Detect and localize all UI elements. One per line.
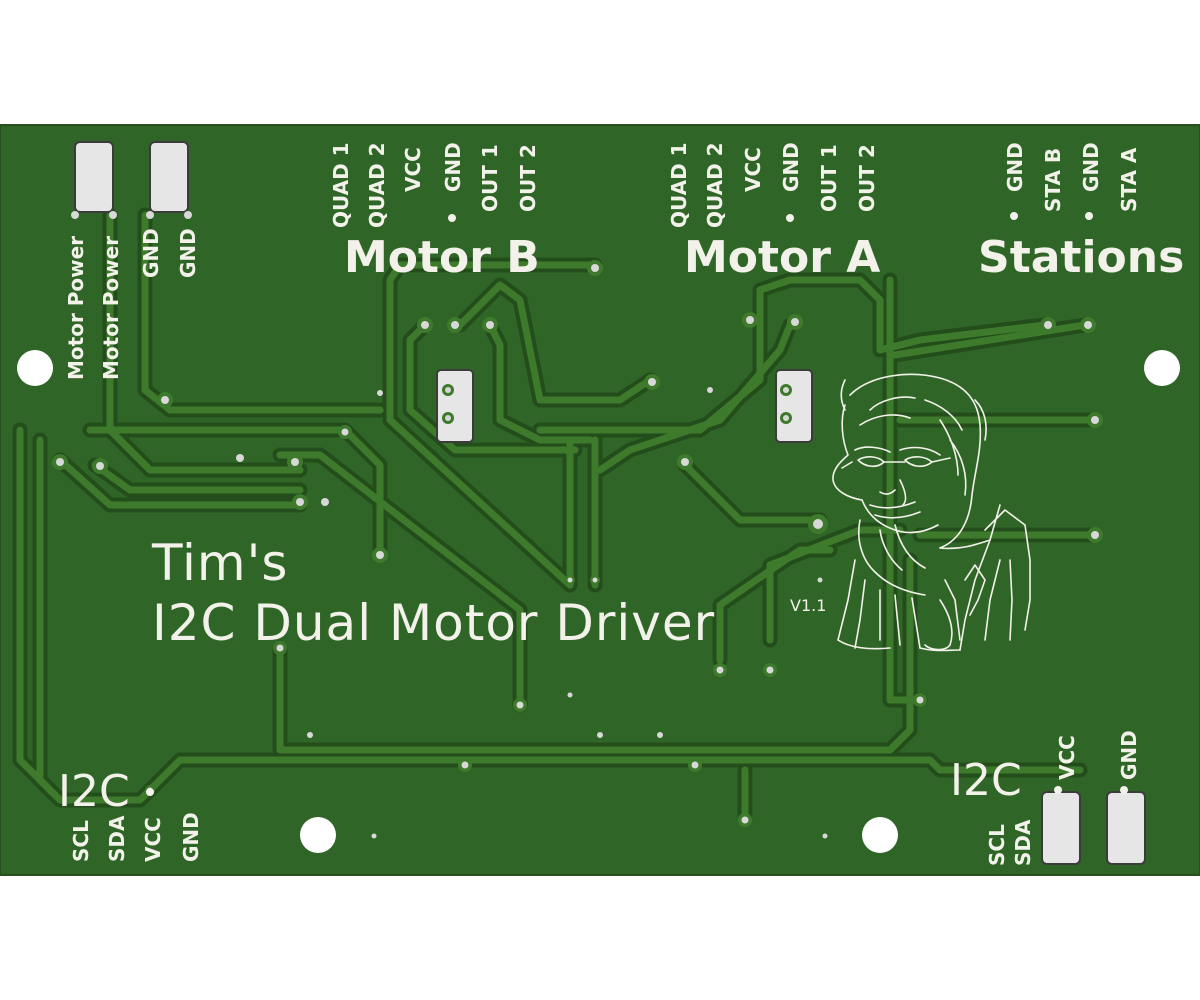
- motor-a-pin-5: OUT 1: [817, 144, 841, 212]
- motor-a-connector: QUAD 1 QUAD 2 VCC GND OUT 1 OUT 2 Motor …: [667, 142, 880, 283]
- motor-a-pin-6: OUT 2: [855, 144, 879, 212]
- mounting-hole-top-right: [1144, 350, 1180, 386]
- stations-pin-4: STA A: [1117, 147, 1141, 212]
- motor-b-pin-5: OUT 1: [478, 144, 502, 212]
- i2c-left-pin-2: SDA: [105, 815, 129, 862]
- i2c-left-pin-1: SCL: [69, 820, 93, 862]
- i2c-left-connector: I2C SCL SDA VCC GND: [58, 766, 203, 862]
- motor-a-pin-4: GND: [779, 142, 803, 192]
- motor-a-pin-2: QUAD 2: [703, 142, 727, 228]
- i2c-left-pin-4: GND: [179, 812, 203, 862]
- power-pad-1: [74, 141, 114, 213]
- vias: [52, 260, 1103, 839]
- power-label-4: GND: [176, 228, 200, 278]
- mounting-hole-top-left: [17, 350, 53, 386]
- power-header-pads: [71, 141, 192, 219]
- board-title: Tim's I2C Dual Motor Driver V1.1: [151, 534, 826, 652]
- i2c-right-pin-vcc: VCC: [1055, 735, 1079, 780]
- motor-b-pin-3: VCC: [401, 147, 425, 192]
- motor-b-bridge-pads: [436, 369, 474, 443]
- title-line-1: Tim's: [151, 534, 288, 592]
- motor-a-title: Motor A: [684, 232, 880, 283]
- power-header-labels: Motor Power Motor Power GND GND: [64, 228, 200, 380]
- i2c-right-pin-sda: SDA: [1011, 819, 1035, 866]
- power-label-2: Motor Power: [99, 236, 123, 380]
- power-pad-2: [149, 141, 189, 213]
- i2c-right-title: I2C: [950, 755, 1022, 806]
- motor-b-connector: QUAD 1 QUAD 2 VCC GND OUT 1 OUT 2 Motor …: [329, 142, 540, 283]
- stations-connector: GND STA B GND STA A Stations: [978, 142, 1184, 283]
- motor-a-pin-1: QUAD 1: [667, 142, 691, 228]
- power-label-1: Motor Power: [64, 236, 88, 380]
- stations-title: Stations: [978, 232, 1184, 283]
- stations-pin-2: STA B: [1041, 148, 1065, 212]
- power-label-3: GND: [139, 228, 163, 278]
- portrait-silkscreen: [832, 373, 1031, 652]
- title-line-2: I2C Dual Motor Driver: [152, 594, 715, 652]
- motor-a-bridge-pads: [775, 369, 813, 443]
- motor-b-pin-6: OUT 2: [516, 144, 540, 212]
- mounting-holes: [17, 350, 1180, 853]
- stations-pin-3: GND: [1079, 142, 1103, 192]
- motor-b-title: Motor B: [344, 232, 540, 283]
- i2c-right-pads: [1041, 791, 1146, 865]
- i2c-left-title: I2C: [58, 766, 130, 817]
- stations-pin-1: GND: [1003, 142, 1027, 192]
- version-label: V1.1: [790, 596, 826, 615]
- i2c-right-pin-scl: SCL: [985, 824, 1009, 866]
- motor-b-pin-1: QUAD 1: [329, 142, 353, 228]
- motor-b-pin-2: QUAD 2: [365, 142, 389, 228]
- i2c-right-connector: I2C SCL SDA VCC GND: [950, 730, 1141, 866]
- mounting-hole-bottom-mid: [862, 817, 898, 853]
- i2c-left-pin-3: VCC: [141, 817, 165, 862]
- motor-a-pin-3: VCC: [741, 147, 765, 192]
- mounting-hole-bottom-left: [300, 817, 336, 853]
- motor-b-pin-4: GND: [441, 142, 465, 192]
- i2c-right-pin-gnd: GND: [1117, 730, 1141, 780]
